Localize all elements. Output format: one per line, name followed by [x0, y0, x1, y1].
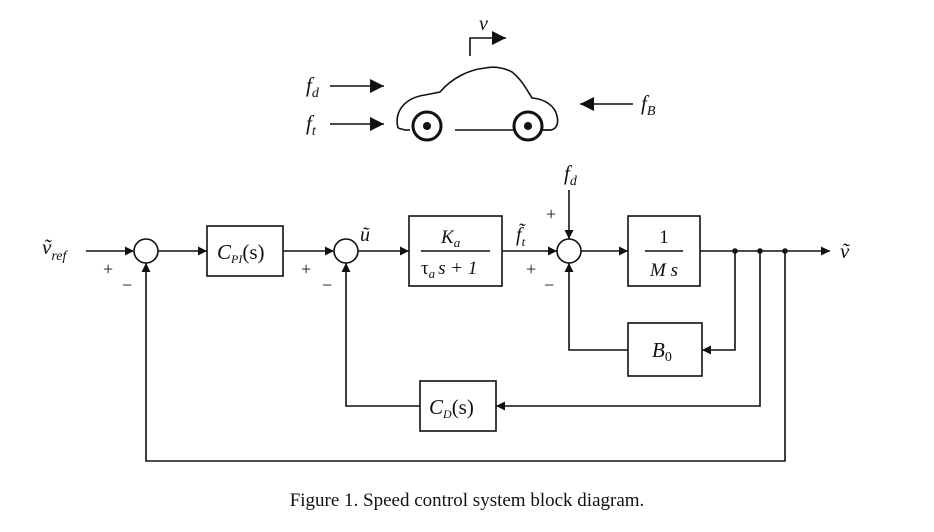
plant-block: 1 M s — [627, 215, 701, 287]
svg-text:+: + — [301, 259, 311, 279]
d-controller-block: CD(s) — [419, 380, 497, 432]
front-wheel — [512, 110, 544, 142]
svg-text:Ka: Ka — [440, 227, 461, 250]
svg-text:1: 1 — [659, 227, 669, 248]
svg-text:−: − — [544, 275, 554, 295]
summing-junction-2 — [333, 238, 359, 264]
reference-input-label: ṽref — [42, 235, 68, 264]
summing-junction-1 — [133, 238, 159, 264]
svg-text:+: + — [526, 259, 536, 279]
branch-points — [732, 248, 788, 254]
sign-labels: + − + − + + − — [103, 204, 556, 295]
svg-text:−: − — [322, 275, 332, 295]
svg-text:CD(s): CD(s) — [429, 395, 474, 421]
output-label: ṽ — [840, 239, 850, 263]
figure-caption: Figure 1. Speed control system block dia… — [289, 490, 645, 511]
rear-wheel — [411, 110, 443, 142]
svg-text:B0: B0 — [652, 338, 672, 365]
force-b-label: fB — [641, 91, 656, 119]
svg-text:τas + 1: τas + 1 — [421, 258, 477, 281]
velocity-arrow — [469, 31, 506, 56]
car-illustration: v fd ft fB — [306, 13, 656, 142]
control-signal-label: ũ — [360, 224, 370, 246]
svg-text:−: − — [122, 275, 132, 295]
pi-controller-block: CPI(s) — [206, 225, 284, 277]
svg-text:+: + — [546, 204, 556, 224]
velocity-label: v — [479, 13, 488, 35]
friction-block: B0 — [627, 322, 703, 377]
summing-junction-3 — [556, 238, 582, 264]
svg-text:+: + — [103, 259, 113, 279]
signal-lines — [86, 190, 830, 462]
traction-force-label: f̃t — [516, 222, 526, 249]
svg-text:CPI(s): CPI(s) — [217, 240, 265, 266]
svg-text:M s: M s — [649, 260, 678, 281]
disturbance-label: fd — [564, 161, 578, 189]
force-d-label: fd — [306, 73, 320, 101]
force-t-label: ft — [306, 111, 317, 139]
